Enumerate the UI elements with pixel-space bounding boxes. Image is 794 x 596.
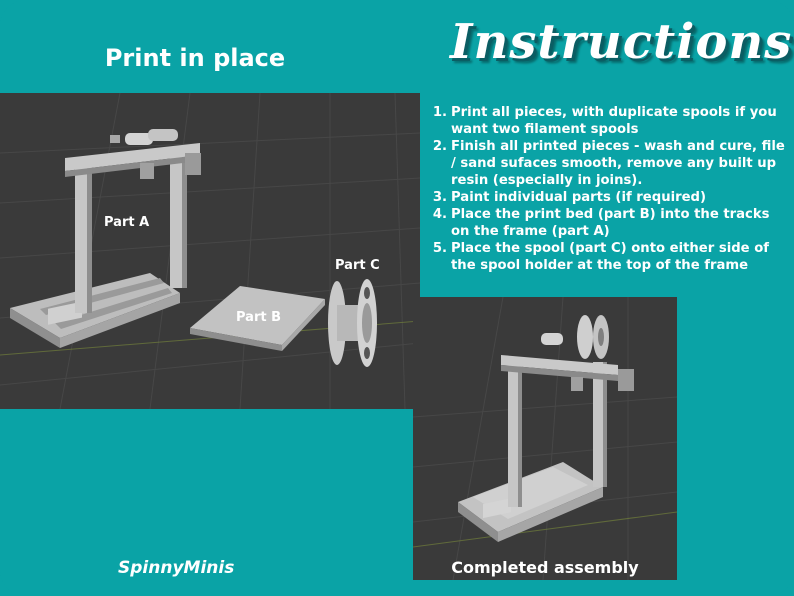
assembly-render-viewport	[413, 297, 677, 580]
part-c-spool	[328, 279, 377, 367]
instructions-title: Instructions	[450, 14, 793, 70]
part-b-bed	[190, 286, 325, 351]
completed-assembly-caption: Completed assembly	[451, 558, 639, 577]
part-a-label: Part A	[104, 215, 150, 230]
assembled-printer	[458, 315, 634, 542]
step-item: 1.Print all pieces, with duplicate spool…	[432, 105, 777, 137]
step-item: 2.Finish all printed pieces - wash and c…	[432, 139, 785, 188]
step-item: 5.Place the spool (part C) onto either s…	[432, 241, 769, 273]
parts-render	[0, 93, 420, 409]
brand-signature: SpinnyMinis	[118, 558, 235, 578]
part-a-frame	[10, 129, 201, 348]
parts-render-viewport: Part A Part B Part C	[0, 93, 420, 409]
part-b-label: Part B	[236, 310, 282, 325]
instruction-steps: 1.Print all pieces, with duplicate spool…	[425, 104, 790, 274]
print-in-place-heading: Print in place	[104, 44, 286, 72]
assembly-render	[413, 297, 677, 580]
step-item: 4.Place the print bed (part B) into the …	[432, 207, 770, 239]
step-item: 3.Paint individual parts (if required)	[432, 190, 707, 205]
part-c-label: Part C	[335, 258, 380, 273]
